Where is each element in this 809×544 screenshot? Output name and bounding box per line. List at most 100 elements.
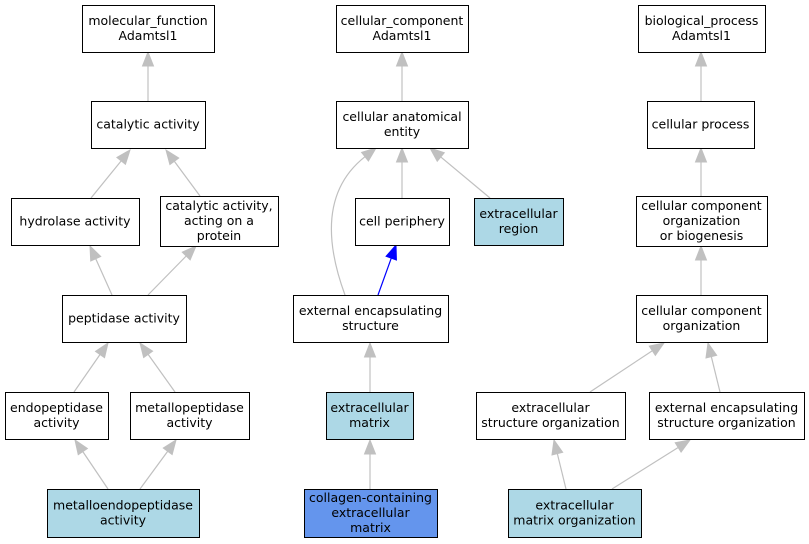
node-label-line: matrix organization [513,512,635,527]
go-term-node-hydrolase[interactable]: hydrolase activity [11,198,140,246]
edge-peptidase-to-hydrolase [95,258,113,296]
go-term-node-peptidase[interactable]: peptidase activity [62,295,187,343]
node-label-line: entity [384,124,421,139]
node-label-line: metalloendopeptidase [53,497,193,512]
arrowhead-peptidase-to-hydrolase [89,244,102,262]
arrowhead-metallopeptidase-to-peptidase [139,341,154,359]
edge-ext_encap_org-to-cc_org [710,356,721,393]
arrowhead-metalloendopeptidase-to-metallopeptidase [162,438,177,456]
arrowhead-cat_protein-to-catalytic [165,148,180,166]
node-label-line: Adamtsl1 [672,28,731,43]
node-box [304,489,438,538]
node-box [474,198,564,246]
node-box [91,101,206,149]
node-label-line: extracellular [330,400,409,415]
arrowhead-catalytic-to-mf_root [141,50,155,67]
edge-ec_region-to-anatomical [440,156,491,199]
node-box [11,198,140,246]
node-box [47,489,200,538]
node-box [336,5,469,53]
node-label-line: organization [663,213,741,228]
node-label-line: biological_process [645,13,759,28]
arrowhead-ec_matrix_org-to-ec_struct_org [551,438,564,456]
node-label-line: activity [33,415,80,430]
arrowhead-metalloendopeptidase-to-endopeptidase [74,438,89,456]
arrowhead-endopeptidase-to-peptidase [94,341,109,359]
arrowhead-cc_org_bio-to-cell_process [694,146,708,163]
node-box [5,392,109,440]
node-label-line: Adamtsl1 [373,28,432,43]
node-label-line: external encapsulating [299,303,442,318]
node-label-line: extracellular [331,505,410,520]
arrowhead-ec_region-to-anatomical [428,147,446,163]
node-box [636,196,768,247]
node-label-line: structure organization [481,415,619,430]
node-box [82,5,215,53]
node-box [326,392,414,440]
edge-hydrolase-to-catalytic [90,160,122,199]
node-box [647,101,755,149]
edge-metalloendopeptidase-to-endopeptidase [82,451,109,490]
edge-metallopeptidase-to-peptidase [147,354,176,393]
node-label-line: acting on a [184,213,254,228]
node-box [476,392,626,440]
edge-ec_matrix_org-to-ec_struct_org [556,453,567,490]
arrowhead-anatomical-to-cc_root [395,50,409,67]
arrowhead-cell_process-to-bp_root [694,50,708,67]
node-label-line: collagen-containing [309,490,432,505]
node-label-line: matrix [349,415,390,430]
edge-ec_struct_org-to-cc_org [589,350,653,393]
node-label-line: external encapsulating [655,400,798,415]
arrowhead-peptidase-to-cat_protein [181,245,197,261]
node-box [130,392,250,440]
arrowhead-periphery-to-anatomical [395,146,409,163]
arrowhead-ec_matrix-to-ext_encap [363,341,377,358]
node-box [636,295,768,343]
node-label-line: extracellular [511,400,590,415]
arrowhead-ec_struct_org-to-cc_org [648,342,666,357]
go-term-node-cell-process[interactable]: cellular process [647,101,755,149]
edges-layer [73,50,721,490]
node-box [638,5,766,53]
go-term-node-catalytic[interactable]: catalytic activity [91,101,206,149]
node-label-line: structure organization [657,415,795,430]
node-box [355,198,450,246]
arrowhead-ext_encap-to-periphery [385,243,397,261]
arrowhead-cc_org-to-cc_org_bio [694,244,708,261]
node-label-line: catalytic activity [96,116,200,131]
node-label-line: region [499,221,539,236]
edge-ec_matrix_org-to-ext_encap_org [611,446,679,490]
arrowhead-collagen-to-ec_matrix [363,438,377,455]
edge-ext_encap-to-periphery [377,257,392,296]
node-label-line: metallopeptidase [135,400,244,415]
arrowhead-hydrolase-to-catalytic [116,148,131,166]
node-label-line: cell periphery [359,213,445,228]
node-label-line: cellular component [641,303,761,318]
node-box [62,295,187,343]
node-box [160,196,279,247]
node-label-line: molecular_function [88,13,207,28]
node-label-line: organization [663,318,741,333]
node-label-line: Adamtsl1 [119,28,178,43]
go-term-node-periphery[interactable]: cell periphery [355,198,450,246]
node-box [508,489,642,538]
node-label-line: cellular_component [341,13,464,28]
